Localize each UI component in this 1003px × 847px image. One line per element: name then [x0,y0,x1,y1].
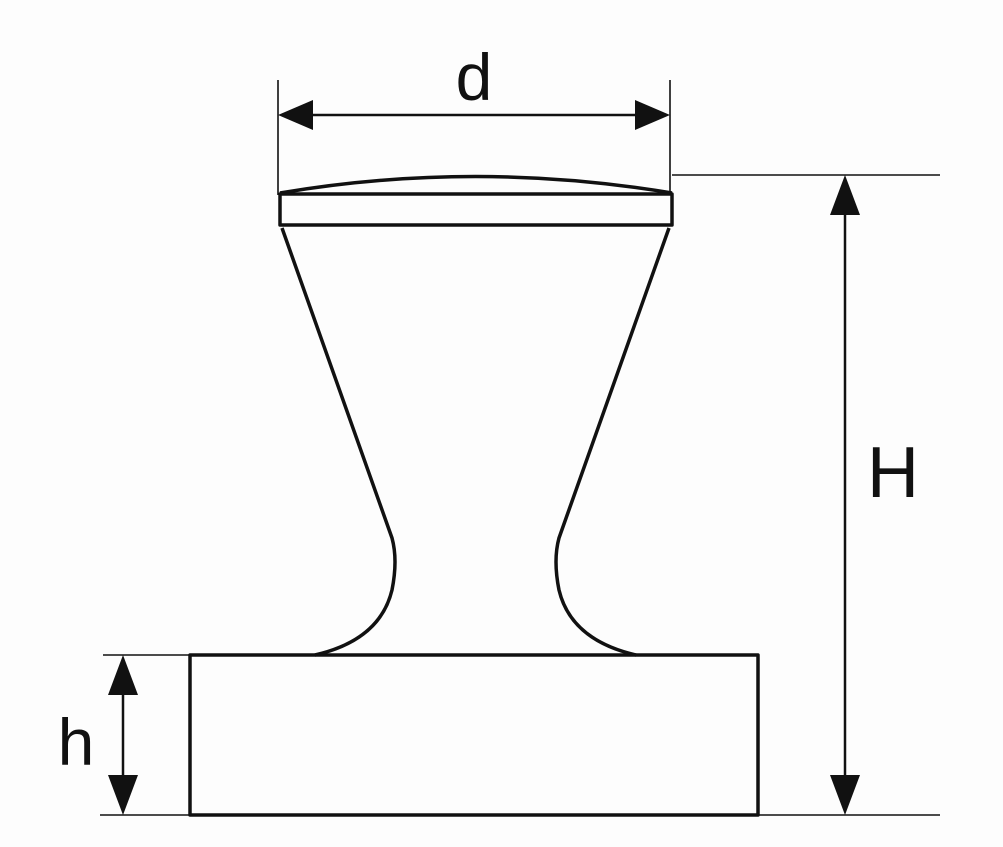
base-block [188,653,760,817]
d-arrow-left [278,100,313,130]
d-label: d [456,40,493,114]
H-arrow-bottom [830,775,860,815]
cap-rim [278,192,674,227]
body-right-profile [554,227,671,657]
d-arrow-right [635,100,670,130]
body-left-profile [280,227,397,657]
cap-dome [279,174,673,195]
h-arrow-bottom [108,775,138,815]
h-arrow-top [108,655,138,695]
H-arrow-top [830,175,860,215]
H-label: H [867,433,919,513]
h-label: h [58,705,95,779]
